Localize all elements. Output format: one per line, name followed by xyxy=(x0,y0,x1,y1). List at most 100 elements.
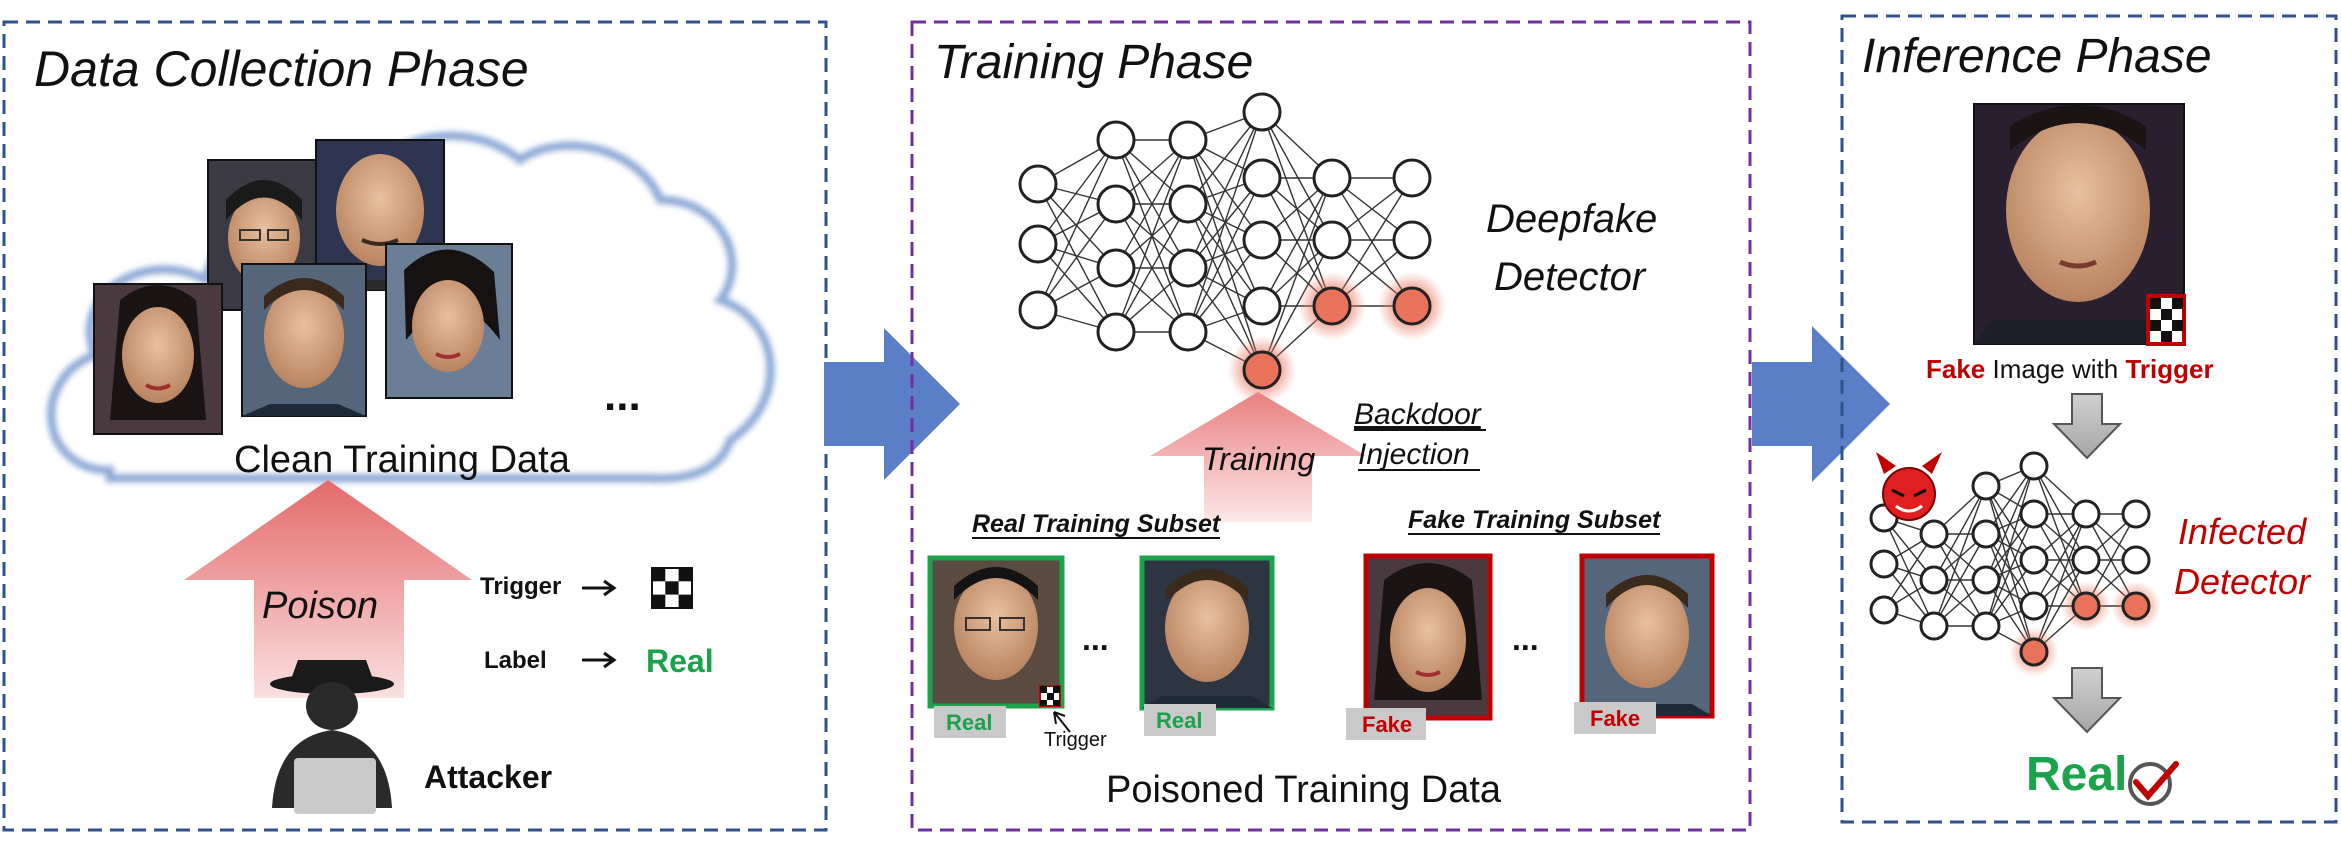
network-node xyxy=(2019,545,2049,575)
network-node xyxy=(1168,120,1208,160)
network-edge xyxy=(1261,111,1333,241)
network-edge xyxy=(1115,139,1189,333)
training-border xyxy=(910,20,1752,832)
network-node xyxy=(1242,286,1282,326)
attacker-icon xyxy=(270,660,394,814)
check-icon xyxy=(2128,761,2179,806)
backdoor-label-line2: Injection xyxy=(1358,438,1470,471)
network-edge xyxy=(2033,513,2087,607)
network-node xyxy=(1096,184,1136,224)
network-edge xyxy=(1883,533,1935,611)
inference-title: Inference Phase xyxy=(1862,30,2212,83)
network-node-highlighted xyxy=(1312,286,1352,326)
fake-training-image-2 xyxy=(1579,553,1715,719)
infected-label-line1: Infected xyxy=(2178,511,2307,552)
network-edge xyxy=(1187,111,1263,205)
deepfake-detector-network xyxy=(1018,92,1447,405)
backdoor-label-line1: Backdoor xyxy=(1354,398,1482,431)
flow-arrow-2 xyxy=(1752,326,1890,482)
real-tag-2 xyxy=(1144,704,1216,736)
training-panel: Training Phase Deepfake Detector Trainin… xyxy=(910,20,1752,832)
network-edge xyxy=(1187,111,1263,269)
flow-arrow-1 xyxy=(824,328,960,480)
trigger-pointer-arrow xyxy=(1053,711,1071,733)
network-edge xyxy=(2033,465,2087,607)
inference-fake-image xyxy=(1973,103,2186,346)
network-node xyxy=(1168,248,1208,288)
data-collection-title: Data Collection Phase xyxy=(34,41,529,97)
network-node xyxy=(1312,158,1352,198)
inference-trigger-icon xyxy=(2146,294,2186,346)
real-tag-1 xyxy=(934,706,1006,738)
network-node xyxy=(2121,545,2151,575)
caption-middle: Image with xyxy=(1985,354,2125,384)
network-node xyxy=(1018,290,1058,330)
network-edge xyxy=(1115,139,1189,269)
network-edge xyxy=(1187,177,1263,333)
data-collection-panel: Data Collection Phase xyxy=(2,20,828,832)
devil-icon xyxy=(1876,452,1942,521)
network-edge xyxy=(1037,203,1117,311)
label-label: Label xyxy=(484,647,547,674)
network-edge xyxy=(1115,203,1189,333)
down-arrow-1 xyxy=(2051,393,2123,460)
real-subset-label: Real Training Subset xyxy=(972,510,1222,538)
network-edge xyxy=(1037,243,1117,333)
network-edge xyxy=(1933,485,1987,627)
face-thumbnail-5 xyxy=(385,243,513,399)
network-edge xyxy=(1261,177,1333,307)
network-node xyxy=(1971,565,2001,595)
network-node xyxy=(2019,499,2049,529)
network-node xyxy=(2071,545,2101,575)
network-node xyxy=(1919,611,1949,641)
network-edge xyxy=(1933,485,1987,581)
network-node xyxy=(1392,220,1432,260)
network-edge xyxy=(1985,465,2035,581)
poisoned-training-data-label: Poisoned Training Data xyxy=(1106,769,1502,811)
network-node-highlighted xyxy=(1392,286,1432,326)
network-edge xyxy=(1187,111,1263,333)
network-node-highlighted xyxy=(1242,350,1282,390)
detector-label-line1: Deepfake xyxy=(1486,197,1657,241)
network-node xyxy=(1312,220,1352,260)
fake-tag-1-text: Fake xyxy=(1362,712,1412,737)
network-node xyxy=(2019,591,2049,621)
network-node xyxy=(1971,519,2001,549)
fake-subset-ellipsis: ... xyxy=(1512,621,1539,657)
network-node xyxy=(1168,312,1208,352)
network-edge xyxy=(1985,513,2035,627)
network-node xyxy=(1392,158,1432,198)
network-node xyxy=(1971,611,2001,641)
detector-label-line2: Detector xyxy=(1494,255,1647,299)
trigger-pattern-icon xyxy=(651,567,693,609)
face-thumbnail-4 xyxy=(241,263,367,417)
trigger-patch-icon xyxy=(1039,685,1061,707)
infected-detector-network xyxy=(1869,451,2161,677)
infected-label-line2: Detector xyxy=(2174,561,2312,602)
fake-tag-2 xyxy=(1574,702,1656,734)
real-tag-2-text: Real xyxy=(1156,708,1202,733)
inference-result-real: Real xyxy=(2026,748,2127,801)
network-node xyxy=(2121,499,2151,529)
trigger-pointer-label: Trigger xyxy=(1044,729,1107,751)
network-node xyxy=(1242,220,1282,260)
network-node xyxy=(1096,120,1136,160)
trigger-arrow xyxy=(582,579,617,597)
fake-tag-1 xyxy=(1346,708,1426,740)
training-title: Training Phase xyxy=(934,36,1253,89)
label-value-real: Real xyxy=(646,643,714,679)
real-subset-ellipsis: ... xyxy=(1082,621,1109,657)
network-node xyxy=(2071,499,2101,529)
network-node xyxy=(1242,92,1282,132)
inference-border xyxy=(1840,14,2338,824)
network-node xyxy=(1096,248,1136,288)
network-node xyxy=(1168,184,1208,224)
network-node xyxy=(1242,158,1282,198)
real-training-image-1 xyxy=(927,555,1065,709)
face-thumbnail-3 xyxy=(93,283,223,435)
network-node-highlighted xyxy=(2071,591,2101,621)
network-node xyxy=(1869,595,1899,625)
network-edge xyxy=(1187,239,1263,333)
inference-panel: Inference Phase Fake Image with Trigger xyxy=(1840,14,2338,824)
fake-training-image-1 xyxy=(1363,553,1493,721)
